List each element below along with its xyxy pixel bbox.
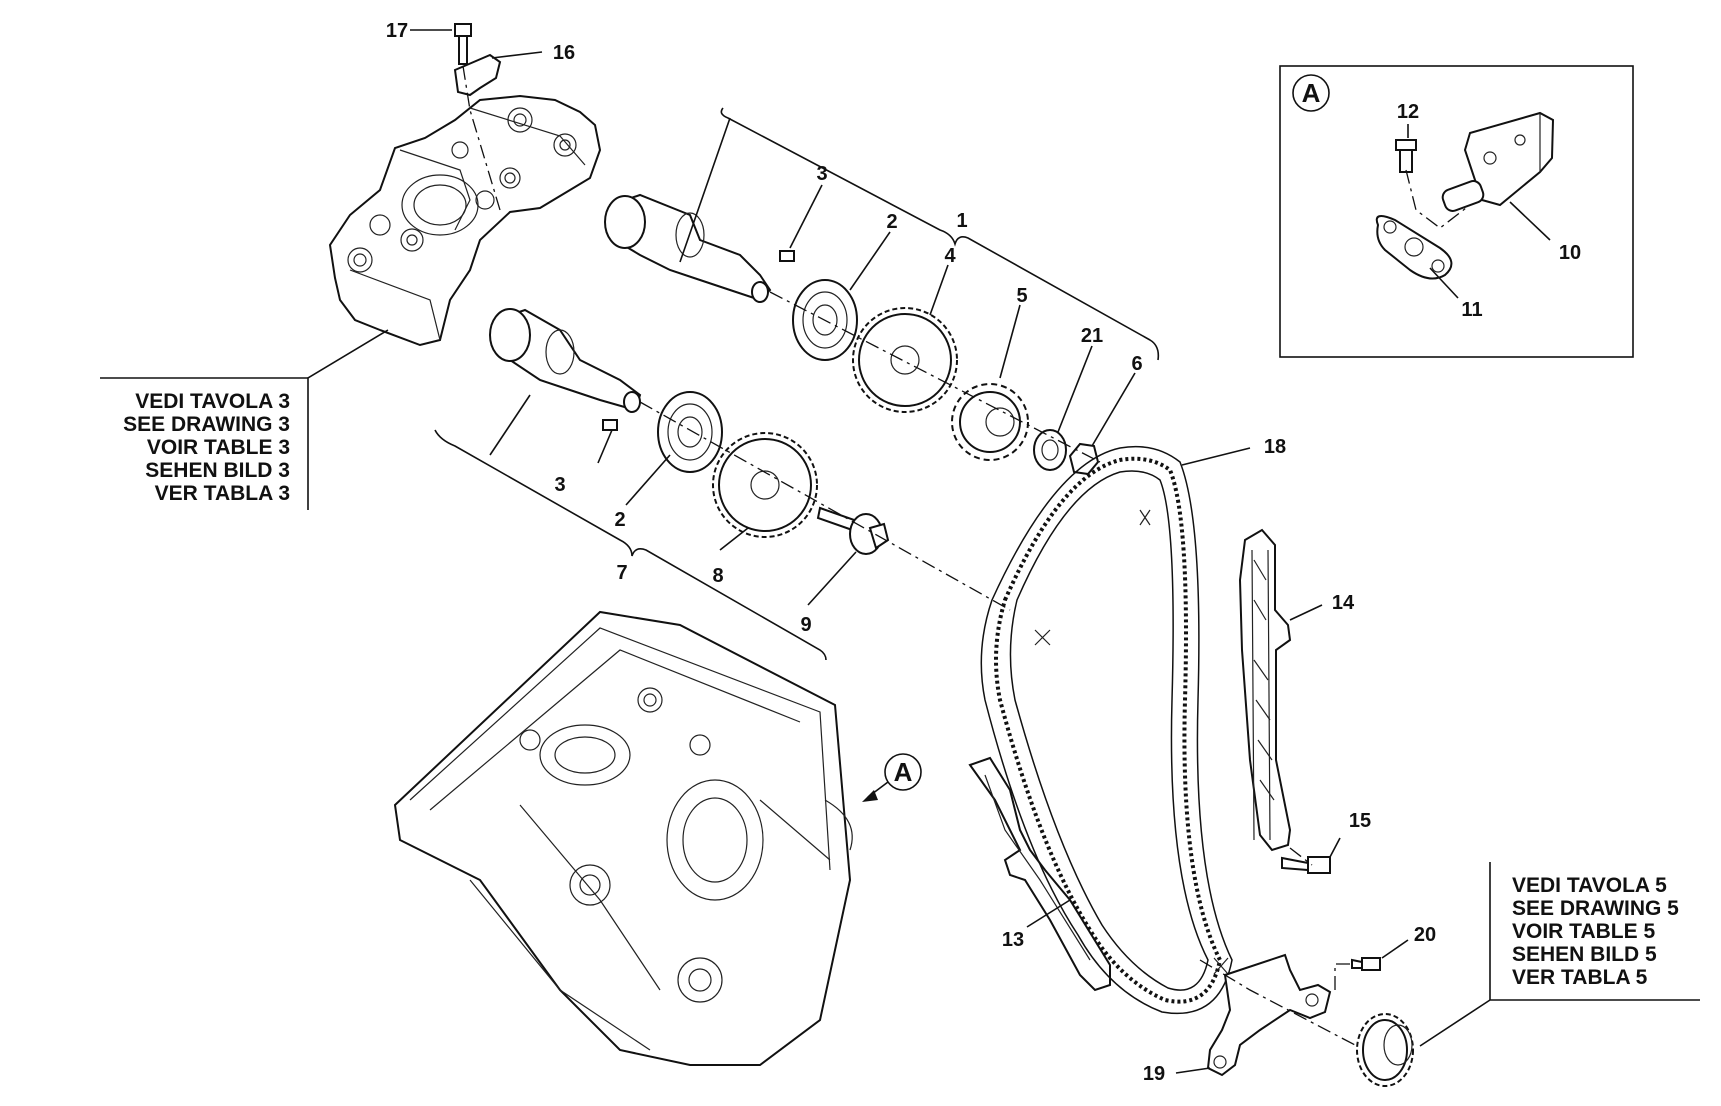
callout-5: 5	[1016, 285, 1027, 307]
callout-18: 18	[1264, 436, 1286, 458]
callout-2-top: 2	[886, 211, 897, 233]
gear-part-5	[951, 383, 1029, 461]
callout-19: 19	[1143, 1063, 1165, 1085]
bolt-part-17	[454, 23, 472, 65]
callout-2-bottom: 2	[614, 509, 625, 531]
chain-slider-part-14	[1238, 528, 1292, 852]
washer-part-21	[1033, 429, 1067, 471]
cam-gear-4	[852, 307, 958, 413]
callout-15: 15	[1349, 810, 1371, 832]
nut-part-6	[1068, 442, 1100, 476]
callout-9: 9	[800, 614, 811, 636]
bolt-part-12	[1395, 139, 1417, 173]
callout-3-bottom: 3	[554, 474, 565, 496]
bracket-part-19	[1206, 953, 1332, 1077]
cylinder-head	[393, 610, 853, 1066]
bolt-part-9	[816, 506, 890, 555]
callout-8: 8	[712, 565, 723, 587]
chain-guide-part-13	[968, 756, 1111, 992]
callout-20: 20	[1414, 924, 1436, 946]
bolt-part-20	[1351, 957, 1381, 971]
callout-16: 16	[553, 42, 575, 64]
callout-1: 1	[956, 210, 967, 232]
ref5-line-5: VER TABLA 5	[1512, 966, 1648, 989]
ref3-line-5: VER TABLA 3	[155, 482, 290, 505]
ref3-line-4: SEHEN BILD 3	[145, 459, 290, 482]
callout-4: 4	[944, 245, 956, 267]
ref5-line-4: SEHEN BILD 5	[1512, 943, 1657, 966]
callout-6: 6	[1131, 353, 1142, 375]
detail-a-letter-box: A	[1302, 78, 1321, 108]
woodruff-key-bottom	[602, 419, 618, 431]
chain-tensioner-part-10	[1441, 111, 1555, 212]
detail-a-marker-box: A	[1292, 74, 1330, 112]
callout-13: 13	[1002, 929, 1024, 951]
callout-17: 17	[386, 20, 408, 42]
crank-sprocket	[1356, 1013, 1414, 1087]
exhaust-camshaft	[604, 193, 772, 303]
detail-a-letter-head: A	[894, 757, 913, 787]
bearing-bottom	[657, 391, 723, 473]
ref3-line-1: VEDI TAVOLA 3	[135, 390, 290, 413]
detail-box-a: A 12 10 11	[1279, 65, 1634, 358]
camshaft-cap-housing	[328, 94, 602, 347]
callout-12: 12	[1397, 101, 1419, 123]
bolt-part-15	[1281, 856, 1331, 874]
gasket-part-11	[1375, 215, 1453, 280]
callout-14: 14	[1332, 592, 1355, 614]
ref3-line-3: VOIR TABLE 3	[147, 436, 290, 459]
reference-drawing-3: VEDI TAVOLA 3 SEE DRAWING 3 VOIR TABLE 3…	[123, 390, 290, 505]
ref3-line-2: SEE DRAWING 3	[123, 413, 290, 436]
callout-21: 21	[1081, 325, 1103, 347]
cam-gear-8	[712, 432, 818, 538]
callout-10: 10	[1559, 242, 1581, 264]
callout-7: 7	[616, 562, 627, 584]
ref5-line-2: SEE DRAWING 5	[1512, 897, 1679, 920]
reference-drawing-5: VEDI TAVOLA 5 SEE DRAWING 5 VOIR TABLE 5…	[1512, 874, 1679, 989]
ref5-line-1: VEDI TAVOLA 5	[1512, 874, 1667, 897]
intake-camshaft	[489, 308, 642, 413]
callout-3-top: 3	[816, 163, 827, 185]
callout-11: 11	[1461, 299, 1482, 321]
woodruff-key-top	[779, 250, 795, 262]
ref5-line-3: VOIR TABLE 5	[1512, 920, 1655, 943]
detail-a-marker-head: A	[862, 753, 922, 802]
timing-chain-part-18	[980, 445, 1233, 1015]
